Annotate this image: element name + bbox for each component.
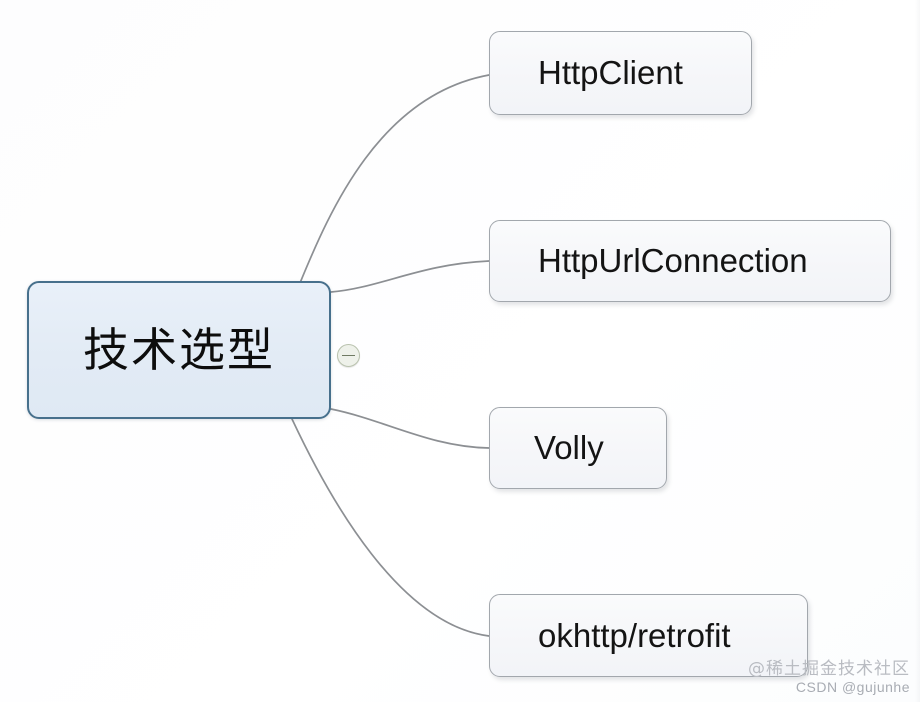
mindmap-node-okhttp-retrofit[interactable]: okhttp/retrofit bbox=[489, 594, 808, 677]
mindmap-node-httpurlconnection[interactable]: HttpUrlConnection bbox=[489, 220, 891, 302]
root-node-label: 技术选型 bbox=[83, 323, 275, 377]
mindmap-node-httpclient[interactable]: HttpClient bbox=[489, 31, 752, 115]
node-label-httpclient: HttpClient bbox=[538, 54, 683, 91]
mindmap-node-volly[interactable]: Volly bbox=[489, 407, 667, 489]
edge-root-to-okhttp-retrofit bbox=[291, 418, 490, 637]
edge-root-to-httpurlconnection bbox=[330, 260, 490, 293]
node-label-okhttp-retrofit: okhttp/retrofit bbox=[538, 616, 731, 654]
edge-root-to-httpclient bbox=[299, 74, 490, 284]
collapse-toggle-icon[interactable] bbox=[337, 344, 360, 367]
node-label-httpurlconnection: HttpUrlConnection bbox=[538, 242, 808, 279]
mindmap-root-node[interactable]: 技术选型 bbox=[27, 281, 331, 419]
node-label-volly: Volly bbox=[534, 429, 604, 466]
edge-root-to-volly bbox=[330, 408, 490, 449]
